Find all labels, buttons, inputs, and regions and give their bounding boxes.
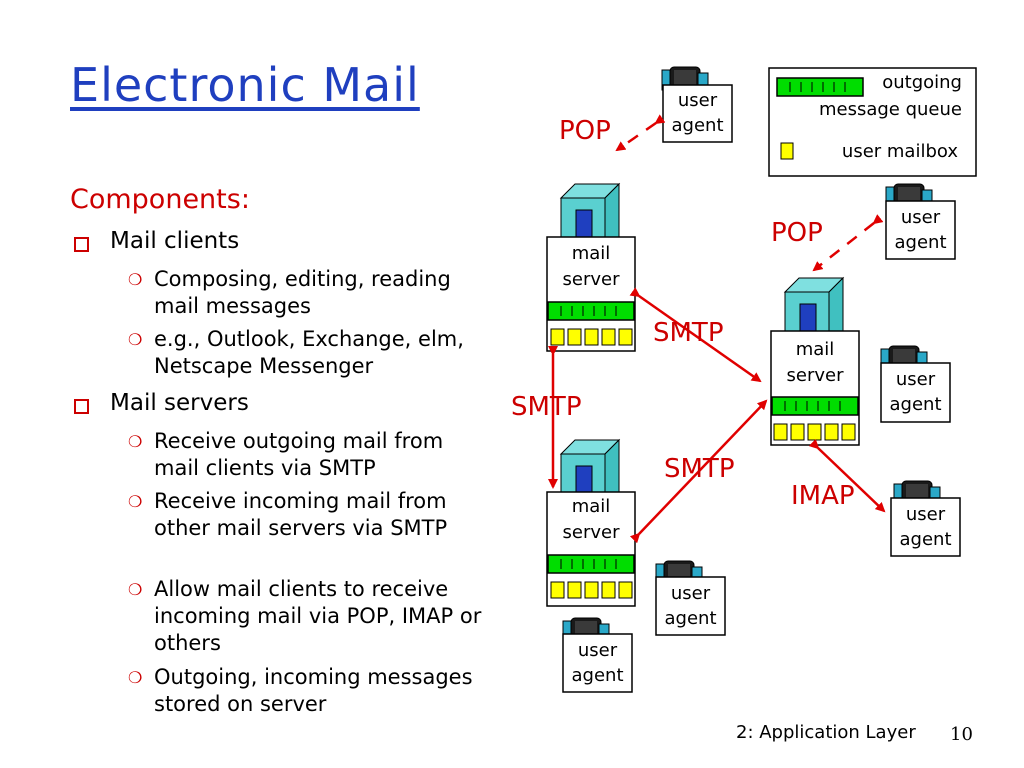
square-bullet-icon <box>74 237 89 252</box>
mailbox-legend-icon <box>780 142 794 160</box>
components-heading: Components: <box>70 184 250 215</box>
sub-bullet-examples: e.g., Outlook, Exchange, elm, Netscape M… <box>154 327 464 378</box>
footer-text: 2: Application Layer <box>736 722 916 743</box>
mail-server-2 <box>770 330 860 446</box>
sub-bullet-composing: Composing, editing, reading mail message… <box>154 267 451 318</box>
legend-queue-label-1: outgoing <box>882 72 962 93</box>
mail-server-3 <box>546 491 636 607</box>
smtp-label: SMTP <box>664 454 735 484</box>
bullet-mail-servers: Mail servers <box>110 390 249 416</box>
smtp-arrow-3 <box>629 399 768 544</box>
mail-server-1 <box>546 236 636 352</box>
circle-bullet-icon: ❍ <box>128 580 143 599</box>
page-number: 10 <box>950 724 973 745</box>
circle-bullet-icon: ❍ <box>128 330 143 349</box>
bullet-mail-clients: Mail clients <box>110 228 240 254</box>
smtp-label: SMTP <box>511 392 582 422</box>
user-agent-5 <box>655 576 726 636</box>
slide-title: Electronic Mail <box>70 58 420 112</box>
circle-bullet-icon: ❍ <box>128 492 143 511</box>
user-agent-4 <box>890 497 961 557</box>
user-agent-1 <box>662 84 733 143</box>
user-agent-3 <box>880 362 951 423</box>
legend-mailbox-label: user mailbox <box>841 141 958 162</box>
sub-bullet-stored: Outgoing, incoming messages stored on se… <box>154 665 473 716</box>
sub-bullet-receive-outgoing: Receive outgoing mail from mail clients … <box>154 429 444 480</box>
pop-arrow-2 <box>812 214 884 272</box>
pop-label: POP <box>771 218 823 248</box>
sub-bullet-allow-clients: Allow mail clients to receive incoming m… <box>154 577 482 655</box>
sub-bullet-receive-incoming: Receive incoming mail from other mail se… <box>154 489 448 540</box>
user-agent-2 <box>885 200 956 260</box>
smtp-label: SMTP <box>653 318 724 348</box>
legend-queue-label-2: message queue <box>818 99 962 120</box>
circle-bullet-icon: ❍ <box>128 270 143 289</box>
imap-arrow <box>808 438 886 513</box>
legend-box <box>768 67 977 177</box>
smtp-arrow-1 <box>629 287 762 383</box>
square-bullet-icon <box>74 399 89 414</box>
pop-arrow-1 <box>615 114 666 152</box>
pop-label: POP <box>559 116 611 146</box>
user-agent-6 <box>562 633 633 693</box>
circle-bullet-icon: ❍ <box>128 432 143 451</box>
imap-label: IMAP <box>791 481 855 511</box>
circle-bullet-icon: ❍ <box>128 668 143 687</box>
